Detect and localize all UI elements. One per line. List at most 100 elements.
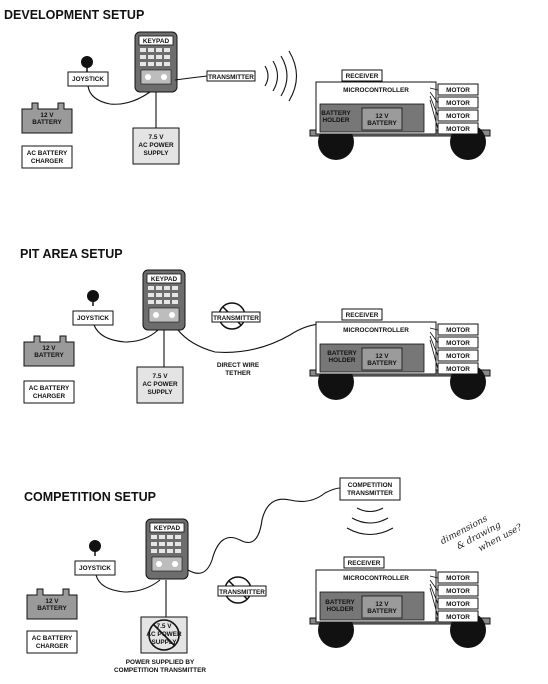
svg-text:RECEIVER: RECEIVER — [348, 560, 381, 567]
competition-joystick-wire — [95, 574, 161, 593]
svg-text:MOTOR: MOTOR — [446, 87, 470, 94]
svg-text:TRANSMITTER: TRANSMITTER — [219, 589, 265, 596]
svg-text:12 V: 12 V — [375, 113, 389, 120]
svg-text:TETHER: TETHER — [225, 370, 251, 377]
svg-text:BATTERY: BATTERY — [321, 110, 351, 117]
svg-text:CHARGER: CHARGER — [31, 158, 64, 165]
svg-text:MICROCONTROLLER: MICROCONTROLLER — [343, 575, 409, 582]
svg-text:TRANSMITTER: TRANSMITTER — [208, 74, 254, 81]
svg-text:MICROCONTROLLER: MICROCONTROLLER — [343, 87, 409, 94]
svg-text:12 V: 12 V — [375, 353, 389, 360]
svg-text:MOTOR: MOTOR — [446, 575, 470, 582]
pit-joystick: JOYSTICK — [72, 289, 114, 326]
development-charger: AC BATTERY CHARGER — [21, 145, 73, 169]
svg-text:AC BATTERY: AC BATTERY — [29, 385, 70, 392]
svg-text:12 V: 12 V — [42, 345, 56, 352]
competition-battery: 12 V BATTERY — [26, 588, 78, 620]
competition-title: COMPETITION SETUP — [24, 490, 156, 504]
competition-transmitter-disabled-icon: TRANSMITTER — [217, 576, 267, 604]
svg-text:12 V: 12 V — [375, 601, 389, 608]
svg-text:7.5 V: 7.5 V — [153, 373, 169, 380]
pit-keypad: KEYPAD — [142, 269, 186, 331]
svg-text:AC POWER: AC POWER — [142, 381, 178, 388]
svg-text:12 V: 12 V — [40, 112, 54, 119]
svg-text:BATTERY: BATTERY — [367, 120, 397, 127]
tether-wire — [177, 323, 331, 353]
joystick-label: JOYSTICK — [72, 76, 104, 83]
competition-joystick: JOYSTICK — [74, 539, 116, 576]
svg-text:MOTOR: MOTOR — [446, 340, 470, 347]
development-transmitter: TRANSMITTER — [206, 70, 256, 82]
svg-text:MOTOR: MOTOR — [446, 588, 470, 595]
svg-text:KEYPAD: KEYPAD — [154, 525, 181, 532]
svg-text:HOLDER: HOLDER — [329, 357, 356, 364]
pit-joystick-wire — [93, 324, 159, 343]
svg-text:MOTOR: MOTOR — [446, 126, 470, 133]
svg-text:BATTERY: BATTERY — [34, 352, 64, 359]
pit-power-supply: 7.5 V AC POWER SUPPLY — [136, 366, 184, 404]
development-title: DEVELOPMENT SETUP — [4, 8, 144, 22]
competition-keypad: KEYPAD — [145, 518, 189, 580]
competition-transmitter-box: COMPETITION TRANSMITTER — [339, 477, 401, 501]
competition-power-supply-disabled: 7.5 V AC POWER SUPPLY — [140, 616, 188, 654]
development-battery: 12 V BATTERY — [21, 102, 73, 134]
pit-title: PIT AREA SETUP — [20, 247, 123, 261]
svg-text:AC BATTERY: AC BATTERY — [27, 150, 68, 157]
svg-text:COMPETITION TRANSMITTER: COMPETITION TRANSMITTER — [114, 667, 206, 674]
svg-text:MOTOR: MOTOR — [446, 601, 470, 608]
competition-robot: RECEIVER MICROCONTROLLER BATTERY HOLDER … — [309, 556, 491, 649]
svg-text:CHARGER: CHARGER — [36, 643, 69, 650]
svg-text:AC POWER: AC POWER — [138, 142, 174, 149]
svg-text:COMPETITION: COMPETITION — [348, 482, 393, 489]
competition-tether-wire — [187, 487, 341, 574]
pit-robot: RECEIVER MICROCONTROLLER BATTERY HOLDER … — [309, 308, 491, 401]
svg-text:JOYSTICK: JOYSTICK — [77, 315, 109, 322]
svg-text:7.5 V: 7.5 V — [149, 134, 165, 141]
power-note: POWER SUPPLIED BY — [126, 659, 195, 666]
svg-text:SUPPLY: SUPPLY — [144, 150, 170, 157]
svg-text:BATTERY: BATTERY — [325, 599, 355, 606]
pit-charger: AC BATTERY CHARGER — [23, 380, 75, 404]
svg-text:HOLDER: HOLDER — [327, 606, 354, 613]
svg-text:RECEIVER: RECEIVER — [346, 312, 379, 319]
svg-text:TRANSMITTER: TRANSMITTER — [347, 490, 393, 497]
svg-text:SUPPLY: SUPPLY — [152, 639, 178, 646]
svg-text:TRANSMITTER: TRANSMITTER — [213, 315, 259, 322]
svg-text:HOLDER: HOLDER — [323, 117, 350, 124]
svg-text:MOTOR: MOTOR — [446, 353, 470, 360]
svg-text:BATTERY: BATTERY — [37, 605, 67, 612]
pit-transmitter-disabled-icon: TRANSMITTER — [211, 302, 261, 330]
svg-text:MICROCONTROLLER: MICROCONTROLLER — [343, 327, 409, 334]
svg-text:CHARGER: CHARGER — [33, 393, 66, 400]
downlink-waves-icon — [346, 507, 394, 536]
development-keypad: KEYPAD — [134, 31, 178, 93]
radio-waves-icon — [264, 50, 298, 102]
svg-text:MOTOR: MOTOR — [446, 327, 470, 334]
svg-text:MOTOR: MOTOR — [446, 100, 470, 107]
svg-text:SUPPLY: SUPPLY — [148, 389, 174, 396]
svg-text:7.5 V: 7.5 V — [157, 623, 173, 630]
svg-text:MOTOR: MOTOR — [446, 366, 470, 373]
svg-text:BATTERY: BATTERY — [367, 360, 397, 367]
svg-text:JOYSTICK: JOYSTICK — [79, 565, 111, 572]
transmitter-wire — [174, 75, 208, 81]
svg-text:KEYPAD: KEYPAD — [151, 276, 178, 283]
development-joystick: JOYSTICK — [67, 55, 109, 87]
svg-text:DIRECT WIRE: DIRECT WIRE — [217, 362, 260, 369]
svg-text:MOTOR: MOTOR — [446, 113, 470, 120]
development-power-supply: 7.5 V AC POWER SUPPLY — [132, 127, 180, 165]
svg-text:BATTERY: BATTERY — [367, 608, 397, 615]
pit-battery: 12 V BATTERY — [23, 335, 75, 367]
svg-text:MOTOR: MOTOR — [446, 614, 470, 621]
svg-text:RECEIVER: RECEIVER — [346, 73, 379, 80]
joystick-wire — [87, 85, 151, 105]
keypad-label: KEYPAD — [143, 38, 170, 45]
svg-text:BATTERY: BATTERY — [327, 350, 357, 357]
svg-text:AC BATTERY: AC BATTERY — [32, 635, 73, 642]
svg-text:12 V: 12 V — [45, 598, 59, 605]
handwritten-note: dimensions & drawing when use? — [439, 514, 524, 554]
svg-text:BATTERY: BATTERY — [32, 119, 62, 126]
competition-charger: AC BATTERY CHARGER — [26, 630, 78, 654]
development-robot: RECEIVER MICROCONTROLLER BATTERY HOLDER … — [309, 69, 491, 161]
